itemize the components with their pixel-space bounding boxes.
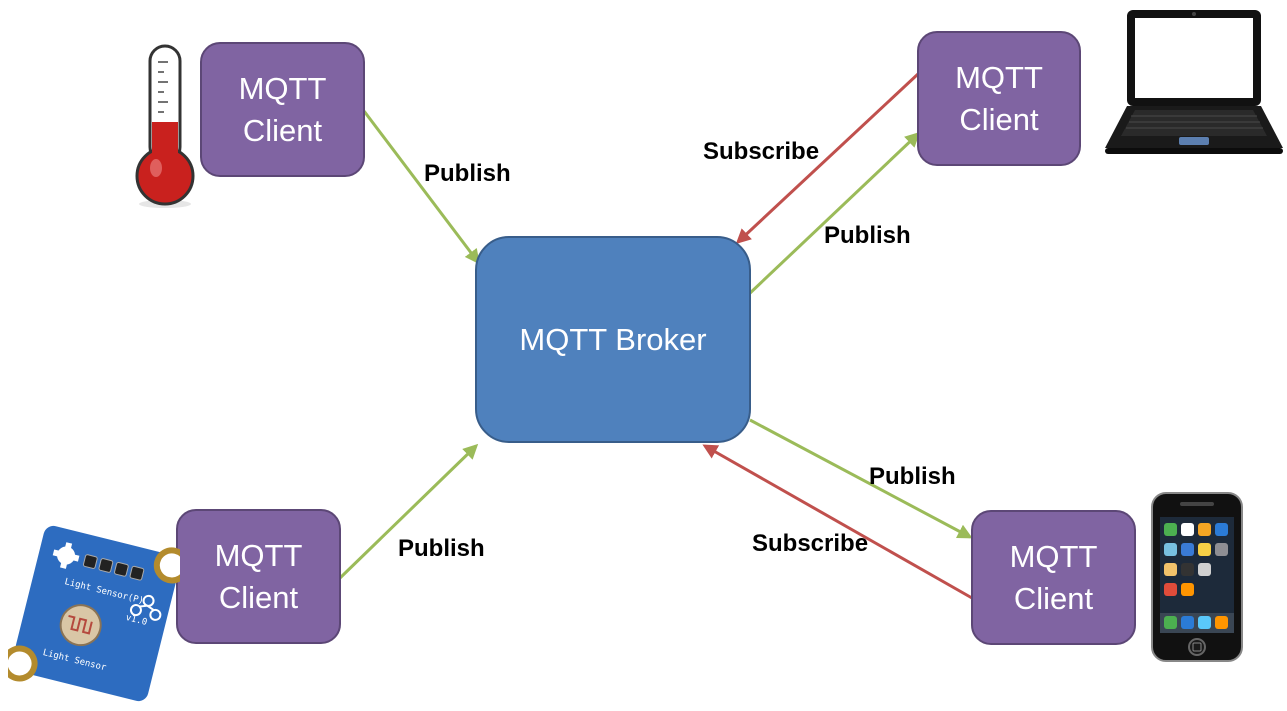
arrow-bottom-right-subscribe — [702, 444, 973, 600]
edge-label-bottom-right-subscribe: Subscribe — [752, 530, 869, 557]
client-label-line1: MQTT — [1009, 538, 1098, 574]
mqtt-broker-node: MQTT Broker — [475, 236, 751, 443]
client-label-line1: MQTT — [955, 59, 1043, 95]
arrow-bottom-left-publish — [338, 443, 479, 580]
client-node-bottom-left: MQTT Client — [176, 509, 341, 644]
arrow-top-left-publish — [362, 110, 480, 265]
client-node-bottom-right: MQTT Client — [971, 510, 1136, 645]
edge-label-top-left-publish: Publish — [424, 160, 511, 187]
edge-label-top-right-publish: Publish — [824, 222, 911, 249]
edge-label-bottom-right-publish: Publish — [869, 463, 956, 490]
client-label-line2: Client — [959, 101, 1039, 137]
smartphone-icon — [1151, 492, 1243, 662]
arrow-bottom-right-publish — [749, 418, 973, 539]
client-label-line1: MQTT — [238, 70, 327, 106]
laptop-icon — [1105, 10, 1283, 154]
light-sensor-board-icon: Light Sensor(P) v1.0 Light Sensor — [8, 525, 180, 702]
arrow-top-right-publish — [746, 131, 921, 297]
edge-label-bottom-left-publish: Publish — [398, 535, 485, 562]
client-node-top-right: MQTT Client — [917, 31, 1081, 166]
client-label-line2: Client — [1013, 580, 1094, 616]
edge-label-top-right-subscribe: Subscribe — [703, 138, 820, 165]
thermometer-icon — [135, 44, 195, 208]
client-label-line2: Client — [218, 579, 299, 615]
client-label-line2: Client — [242, 112, 323, 148]
arrow-top-right-subscribe — [735, 72, 920, 245]
broker-label: MQTT Broker — [519, 321, 707, 357]
client-label-line1: MQTT — [214, 537, 303, 573]
client-node-top-left: MQTT Client — [200, 42, 365, 177]
